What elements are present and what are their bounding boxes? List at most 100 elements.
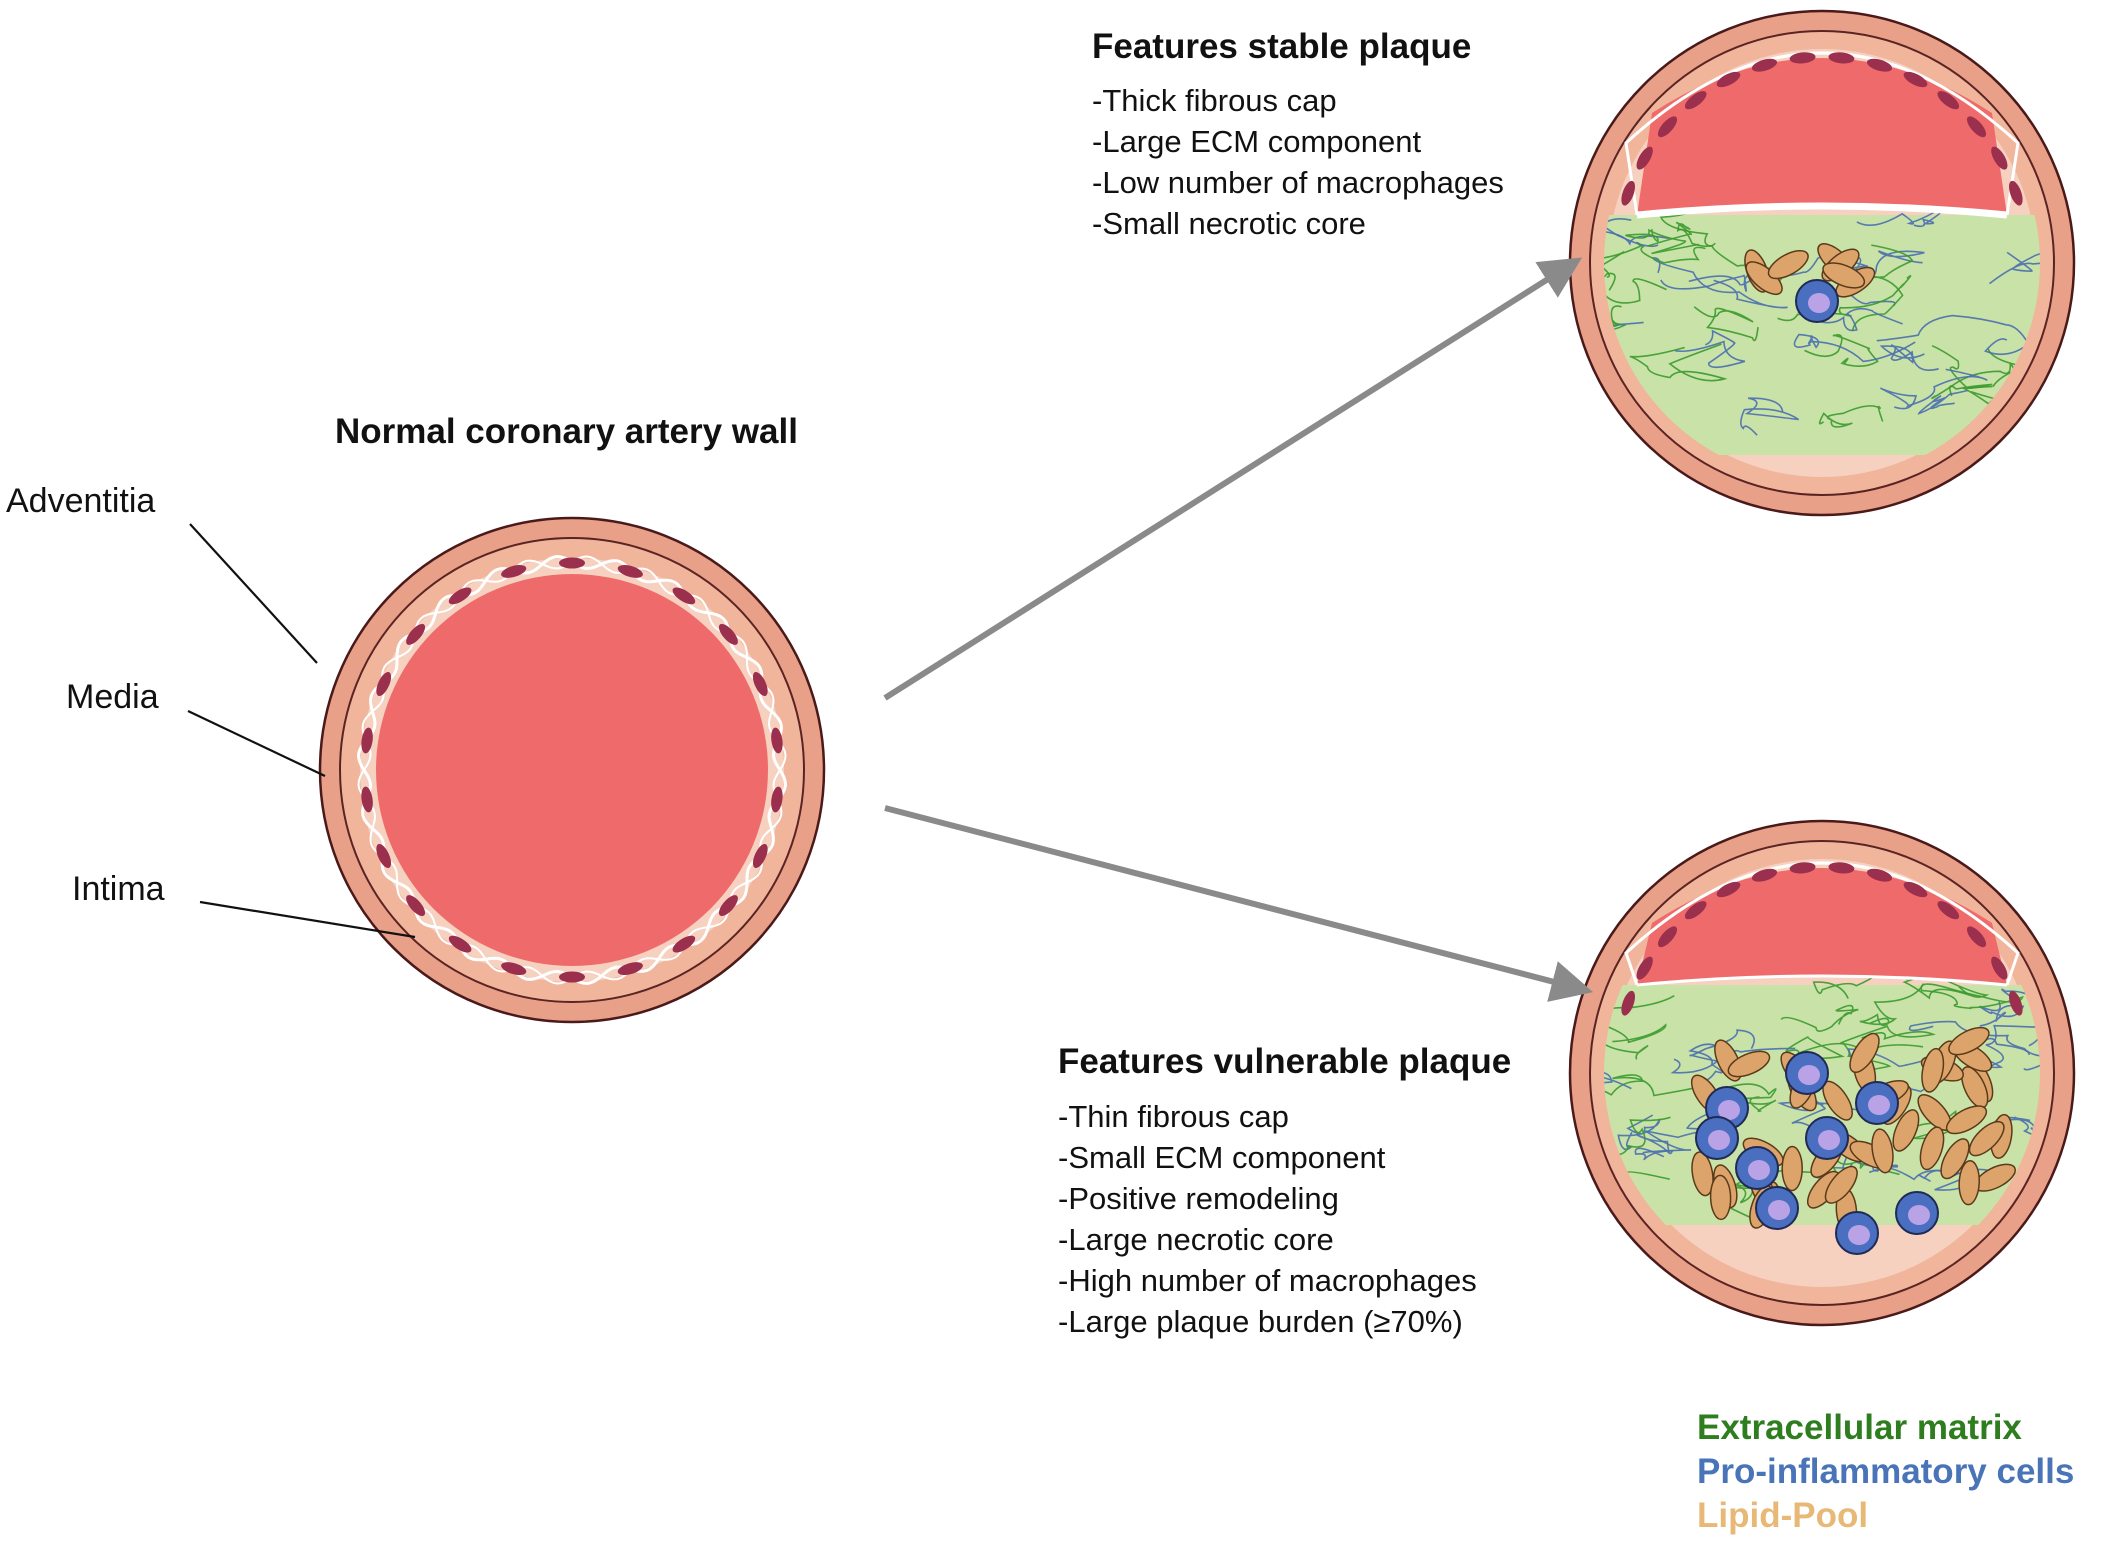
endothelial-cell xyxy=(617,564,643,578)
normal-endothelium-line xyxy=(357,555,787,985)
endothelial-cell xyxy=(1937,91,1960,110)
endothelial-cell xyxy=(2009,180,2023,206)
lipid-cell xyxy=(1892,1109,1920,1152)
ecm-fibre xyxy=(1604,1063,1632,1090)
macrophage-nucleus xyxy=(1818,1130,1840,1150)
normal-artery xyxy=(318,516,826,1024)
vulnerable-feature-4: -Large necrotic core xyxy=(1058,1222,1334,1257)
vulnerable-feature-3: -Positive remodeling xyxy=(1058,1181,1339,1216)
endothelial-cell xyxy=(1903,71,1928,88)
vulnerable-title: Features vulnerable plaque xyxy=(1058,1042,1512,1081)
normal-lumen xyxy=(376,574,768,966)
endothelial-cell xyxy=(752,671,768,697)
endothelial-cell xyxy=(406,623,426,645)
macrophage-nucleus xyxy=(1768,1200,1790,1220)
ecm-fibre xyxy=(1689,1029,1796,1064)
endothelial-cell xyxy=(376,671,392,697)
lipid-cell xyxy=(1871,1128,1894,1174)
ecm-fibre xyxy=(1604,1074,1702,1100)
lipid-cell xyxy=(1945,1105,1988,1135)
endothelial-cell xyxy=(1903,881,1928,898)
endothelial-cell xyxy=(1751,58,1778,72)
ecm-fibre xyxy=(1693,306,1759,342)
endothelial-cell xyxy=(1621,180,1635,206)
endothelial-cell xyxy=(1789,52,1816,64)
ecm-fibre xyxy=(1642,1107,1723,1154)
endothelial-cell xyxy=(1716,881,1741,898)
endothelial-cell xyxy=(448,587,472,605)
ecm-fibre xyxy=(1647,221,1716,248)
ecm-fibre xyxy=(1908,1020,2040,1071)
endothelial-cell xyxy=(617,962,643,976)
lipid-cell xyxy=(1940,1138,1970,1180)
ecm-fibre xyxy=(1917,389,1969,415)
ecm-fibre xyxy=(1978,1001,2025,1027)
endothelial-cell xyxy=(1716,71,1741,88)
ecm-fibre xyxy=(1948,1024,2040,1069)
endothelial-cell xyxy=(1866,58,1893,72)
intima-label: Intima xyxy=(72,870,165,908)
endothelial-cell xyxy=(559,557,585,569)
stable-feature-3: -Low number of macrophages xyxy=(1092,165,1504,200)
vulnerable-feature-2: -Small ECM component xyxy=(1058,1140,1386,1175)
lipid-cell xyxy=(1849,1032,1880,1073)
ecm-fibre xyxy=(1604,321,1644,348)
ecm-fibre xyxy=(1793,333,1916,363)
ecm-fibre xyxy=(1989,246,2040,285)
stable-title: Features stable plaque xyxy=(1092,27,1472,66)
lumen xyxy=(1637,58,2007,215)
endothelial-cell xyxy=(2009,990,2023,1016)
endothelial-cell xyxy=(1789,862,1816,874)
endothelium-line xyxy=(1624,51,2020,216)
endothelial-cell xyxy=(1866,868,1893,882)
endothelial-cell xyxy=(406,895,426,917)
endothelial-cell xyxy=(501,564,527,578)
endothelial-cell xyxy=(1966,116,1987,138)
stable-feature-1: -Thick fibrous cap xyxy=(1092,83,1337,118)
endothelial-cell xyxy=(1657,116,1678,138)
ecm-fibre xyxy=(1604,241,1706,278)
fibrous-cap xyxy=(1636,974,2008,987)
endothelial-cell xyxy=(1991,146,2008,170)
lipid-cell xyxy=(1824,1165,1858,1204)
ecm-fibre xyxy=(1920,983,2024,1010)
lipid-cell xyxy=(1919,1126,1945,1171)
label-leader-lines xyxy=(187,523,416,939)
vulnerable-feature-1: -Thin fibrous cap xyxy=(1058,1099,1289,1134)
endothelial-cell xyxy=(1828,862,1855,874)
lumen xyxy=(1637,868,2007,985)
macrophage-nucleus xyxy=(1848,1225,1870,1245)
lipid-cell xyxy=(1958,1159,1980,1206)
ecm-fibre xyxy=(1879,344,1939,371)
endothelial-cell xyxy=(1828,52,1855,64)
lipid-cell xyxy=(1709,1174,1732,1221)
ecm-fibre xyxy=(1629,343,1728,382)
lipid-cell xyxy=(1691,1151,1714,1197)
legend-ecm: Extracellular matrix xyxy=(1697,1408,2022,1447)
ecm-fibre xyxy=(1604,1013,1667,1046)
ecm-fibre xyxy=(1740,397,1800,436)
endothelial-cell xyxy=(1751,868,1778,882)
vulnerable-feature-5: -High number of macrophages xyxy=(1058,1263,1477,1298)
endothelial-cell xyxy=(1621,990,1635,1016)
macrophage-nucleus xyxy=(1748,1160,1770,1180)
intima-leader xyxy=(199,900,416,939)
legend-inflammatory-cells: Pro-inflammatory cells xyxy=(1697,1452,2075,1491)
endothelial-cell xyxy=(448,935,472,953)
endothelial-cell xyxy=(771,727,783,754)
macrophage-nucleus xyxy=(1718,1100,1740,1120)
endothelial-cell xyxy=(361,727,373,754)
lipid-cell xyxy=(1727,1050,1771,1078)
arrow-to-vulnerable xyxy=(884,805,1594,1002)
endothelial-cell xyxy=(376,843,392,869)
ecm-fibre xyxy=(1670,1043,1726,1083)
vulnerable-feature-6: -Large plaque burden (≥70%) xyxy=(1058,1304,1463,1339)
macrophage-nucleus xyxy=(1808,293,1830,313)
normal-title: Normal coronary artery wall xyxy=(335,412,798,451)
ecm-fibre xyxy=(1804,334,1879,367)
vulnerable-plaque-artery xyxy=(1568,819,2076,1327)
ecm-fibre xyxy=(1675,329,1746,369)
endothelial-cell xyxy=(752,843,768,869)
ecm-fibre xyxy=(1604,217,1670,246)
